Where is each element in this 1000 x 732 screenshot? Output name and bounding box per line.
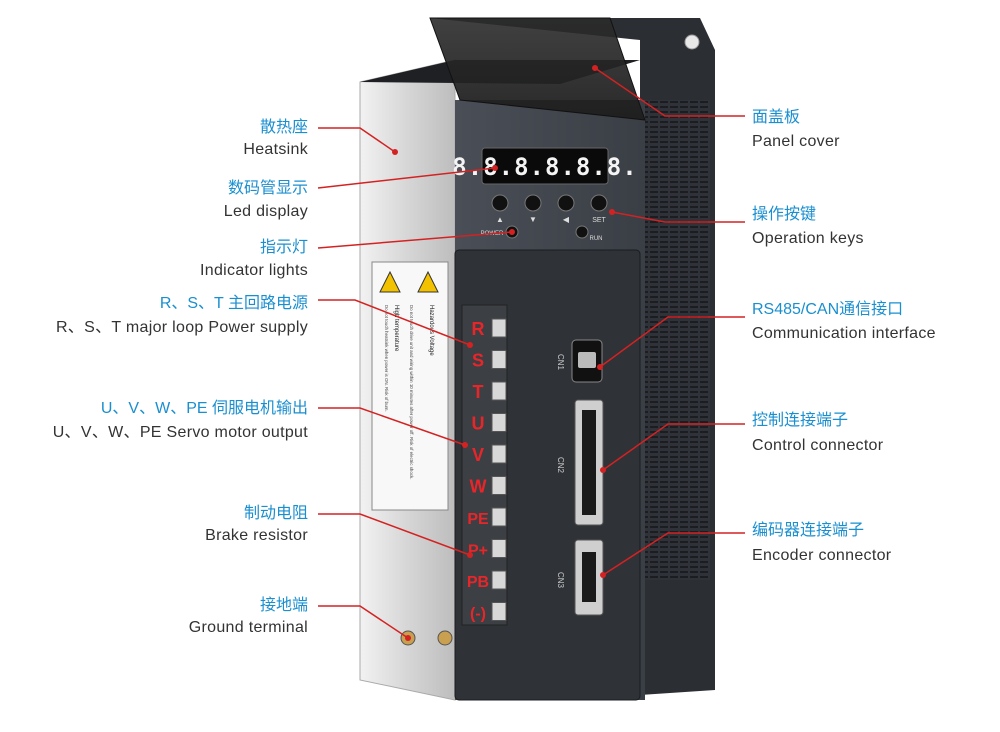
callout-control-connector-zh: 控制连接端子 <box>752 412 849 429</box>
callout-operation-keys-en: Operation keys <box>752 230 864 247</box>
callout-ground-en: Ground terminal <box>188 619 308 636</box>
terminal-screw <box>491 381 507 401</box>
terminal-label-0: R <box>472 319 485 339</box>
terminal-screw <box>491 539 507 558</box>
callout-control-connector-en: Control connector <box>752 437 884 454</box>
warning-left-title: High temperature <box>393 305 399 352</box>
terminal-screw <box>491 476 507 495</box>
callout-indicator-lights-en: Indicator lights <box>200 262 308 279</box>
terminal-screw <box>491 507 507 527</box>
ground-screw-2 <box>437 630 453 646</box>
terminal-label-4: V <box>472 445 484 465</box>
callout-brake-resistor-en: Brake resistor <box>205 527 308 544</box>
operation-keys: ▲ ▼ ◀ SET <box>491 194 608 224</box>
key-set-label: SET <box>592 217 606 224</box>
callout-brake-resistor-zh: 制动电阻 <box>243 505 308 522</box>
callout-encoder-connector-zh: 编码器连接端子 <box>752 522 865 539</box>
side-vents <box>645 100 710 580</box>
callout-operation-keys-zh: 操作按键 <box>752 206 817 223</box>
callout-ground-zh: 接地端 <box>259 597 308 614</box>
terminal-screw <box>491 413 507 432</box>
warning-sticker: High temperature Hazardous Voltage Do no… <box>371 261 449 511</box>
callout-heatsink-zh: 散热座 <box>259 119 308 136</box>
run-label: RUN <box>590 236 603 242</box>
callout-comm-interface-zh: RS485/CAN通信接口 <box>752 301 904 318</box>
panel-cover <box>429 17 646 121</box>
warning-text-1: Do not touch drive unit and wiring withi… <box>409 305 414 479</box>
key-left-glyph: ◀ <box>563 215 570 224</box>
terminal-screw <box>491 318 507 338</box>
callout-rst-zh: R、S、T 主回路电源 <box>159 295 308 312</box>
callout-comm-interface-en: Communication interface <box>752 325 936 342</box>
terminal-label-6: PE <box>467 511 489 528</box>
terminal-screw <box>491 570 507 590</box>
terminal-screw <box>491 602 507 621</box>
cn2-label: CN2 <box>556 457 565 474</box>
terminal-label-2: T <box>473 382 484 402</box>
led-digits: 8.8.8.8.8.8. <box>452 153 637 181</box>
terminal-label-7: P+ <box>468 543 488 560</box>
terminal-label-3: U <box>472 414 485 434</box>
callout-heatsink-en: Heatsink <box>243 141 308 158</box>
terminal-screw <box>491 444 507 464</box>
callout-uvwpe-en: U、V、W、PE Servo motor output <box>52 424 308 441</box>
callout-led-display-en: Led display <box>223 203 308 220</box>
leader-dots <box>392 65 615 641</box>
callout-encoder-connector-en: Encoder connector <box>752 547 892 564</box>
terminal-screws <box>491 318 507 621</box>
callout-led-display-zh: 数码管显示 <box>227 180 308 197</box>
key-down-glyph: ▼ <box>529 215 537 224</box>
led-display <box>481 147 609 185</box>
callout-panel-cover-zh: 面盖板 <box>752 109 801 126</box>
callout-uvwpe-zh: U、V、W、PE 伺服电机输出 <box>100 400 308 417</box>
terminal-label-9: (-) <box>470 606 486 623</box>
key-up-glyph: ▲ <box>496 215 504 224</box>
cn1-label: CN1 <box>556 354 565 371</box>
warning-text-2: Do not touch heatsink when power is ON. … <box>384 305 389 412</box>
terminal-screw <box>491 350 507 369</box>
callout-rst-en: R、S、T major loop Power supply <box>55 319 308 336</box>
leader-lines <box>317 67 745 639</box>
terminal-label-5: W <box>470 477 487 497</box>
warning-right-title: Hazardous Voltage <box>428 305 434 356</box>
callout-indicator-lights-zh: 指示灯 <box>259 239 308 256</box>
terminal-label-1: S <box>472 351 484 371</box>
cn3-label: CN3 <box>556 572 565 589</box>
terminal-label-8: PB <box>467 574 489 591</box>
callout-panel-cover-en: Panel cover <box>752 133 840 150</box>
